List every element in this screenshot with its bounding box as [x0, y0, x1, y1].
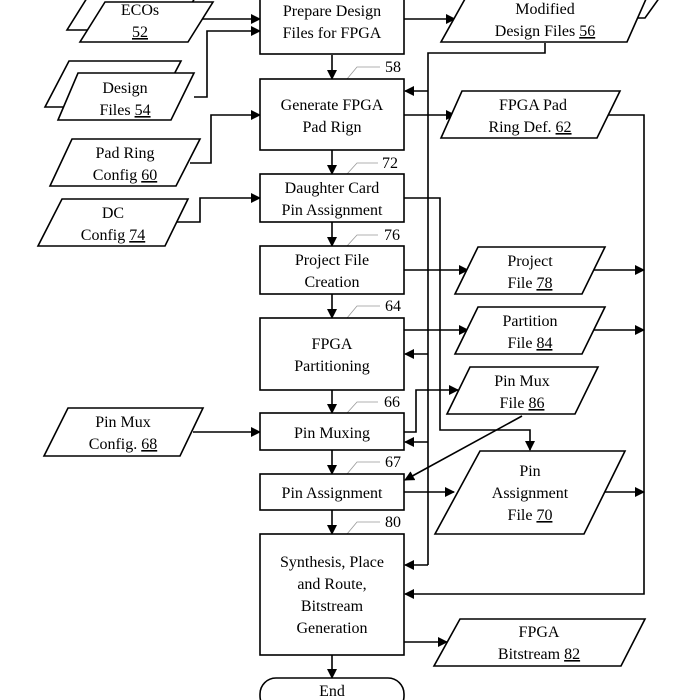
- svg-text:Pin Assignment: Pin Assignment: [282, 202, 383, 219]
- svg-text:Files 54: Files 54: [99, 102, 150, 119]
- process-pin-assignment: Pin Assignment: [259, 473, 405, 511]
- svg-text:Synthesis, Place: Synthesis, Place: [280, 554, 384, 571]
- output-modified-design-files: Modified Design Files 56: [439, 0, 659, 43]
- process-synthesis: Synthesis, Place and Route, Bitstream Ge…: [259, 533, 405, 656]
- arrow-design-to-prepare: [194, 26, 261, 98]
- svg-text:File 86: File 86: [500, 395, 545, 412]
- svg-text:Design Files 56: Design Files 56: [495, 23, 595, 40]
- svg-text:Generate FPGA: Generate FPGA: [281, 97, 384, 114]
- output-partition-file: Partition File 84: [453, 306, 607, 355]
- svg-text:Assignment: Assignment: [492, 485, 569, 502]
- arrow-daughter-to-assignfile: [404, 197, 535, 451]
- svg-text:Daughter Card: Daughter Card: [285, 180, 380, 197]
- process-generate-pad-ring: Generate FPGA Pad Rign: [259, 78, 405, 151]
- right-bus-to-synth: [404, 114, 645, 599]
- svg-text:Project File: Project File: [295, 252, 369, 269]
- svg-text:Generation: Generation: [296, 620, 367, 637]
- svg-text:File 84: File 84: [508, 335, 553, 352]
- svg-text:Files for FPGA: Files for FPGA: [283, 25, 382, 42]
- input-ecos: ECOs 52: [65, 0, 215, 43]
- output-pin-mux-file: Pin Mux File 86: [445, 366, 600, 415]
- svg-text:Pin Mux: Pin Mux: [494, 373, 550, 390]
- input-dc-config: DC Config 74: [36, 198, 190, 247]
- input-design-files: Design Files 54: [43, 60, 196, 121]
- svg-text:FPGA: FPGA: [519, 624, 560, 641]
- svg-text:DC: DC: [102, 205, 124, 222]
- svg-text:File 78: File 78: [508, 275, 553, 292]
- svg-text:File 70: File 70: [508, 507, 553, 524]
- output-fpga-bitstream: FPGA Bitstream 82: [432, 618, 647, 667]
- svg-text:Partition: Partition: [502, 313, 557, 330]
- process-daughter-card: Daughter Card Pin Assignment: [259, 173, 405, 223]
- output-project-file: Project File 78: [453, 246, 607, 295]
- svg-text:Pin: Pin: [519, 463, 540, 480]
- ref-72: 72: [382, 155, 398, 172]
- svg-text:Config. 68: Config. 68: [89, 436, 157, 453]
- svg-text:Pad Ring: Pad Ring: [95, 145, 154, 162]
- output-pin-assignment-file: Pin Assignment File 70: [433, 450, 627, 535]
- arrow-padcfg-to-padring: [190, 110, 261, 164]
- ref-80: 80: [385, 514, 401, 531]
- input-pin-mux-config: Pin Mux Config. 68: [42, 407, 205, 457]
- process-prepare: Prepare Design Files for FPGA: [259, 0, 405, 55]
- svg-text:and Route,: and Route,: [297, 576, 366, 593]
- svg-text:Bitstream 82: Bitstream 82: [498, 646, 580, 663]
- svg-text:Project: Project: [507, 253, 553, 270]
- svg-text:Pad Rign: Pad Rign: [302, 119, 361, 136]
- connectors: [177, 14, 645, 679]
- arrow-pinmux-to-muxfile: [404, 385, 459, 433]
- ref-64: 64: [385, 298, 401, 315]
- svg-text:Ring Def. 62: Ring Def. 62: [488, 119, 571, 136]
- svg-text:Modified: Modified: [515, 1, 575, 18]
- svg-text:Prepare Design: Prepare Design: [283, 3, 381, 20]
- svg-text:Bitstream: Bitstream: [301, 598, 364, 615]
- svg-text:Config 60: Config 60: [93, 167, 157, 184]
- svg-text:Pin Mux: Pin Mux: [95, 414, 151, 431]
- process-project-file-creation: Project File Creation: [259, 245, 405, 295]
- ref-76: 76: [384, 227, 400, 244]
- svg-text:End: End: [319, 683, 345, 700]
- svg-text:FPGA: FPGA: [312, 336, 353, 353]
- svg-text:52: 52: [132, 24, 148, 41]
- svg-text:FPGA Pad: FPGA Pad: [499, 97, 567, 114]
- svg-text:Pin Assignment: Pin Assignment: [282, 485, 383, 502]
- svg-text:Design: Design: [102, 80, 147, 97]
- reference-leaders: [346, 66, 380, 535]
- arrow-dccfg-to-daughter: [177, 193, 261, 223]
- process-fpga-partitioning: FPGA Partitioning: [259, 317, 405, 391]
- process-pin-muxing: Pin Muxing: [259, 412, 405, 451]
- svg-text:Creation: Creation: [304, 274, 359, 291]
- output-fpga-pad-ring-def: FPGA Pad Ring Def. 62: [439, 90, 622, 139]
- ref-67: 67: [385, 454, 401, 471]
- arrow-muxfile-to-pinassign: [404, 415, 523, 481]
- ref-58: 58: [385, 59, 401, 76]
- terminator-end: End: [259, 677, 405, 700]
- svg-text:Config 74: Config 74: [81, 227, 145, 244]
- modified-files-bus: [427, 43, 546, 565]
- svg-text:Pin Muxing: Pin Muxing: [294, 425, 370, 442]
- input-pad-ring-config: Pad Ring Config 60: [48, 138, 202, 187]
- svg-text:ECOs: ECOs: [121, 2, 159, 19]
- ref-66: 66: [384, 394, 400, 411]
- svg-text:Partitioning: Partitioning: [294, 358, 370, 375]
